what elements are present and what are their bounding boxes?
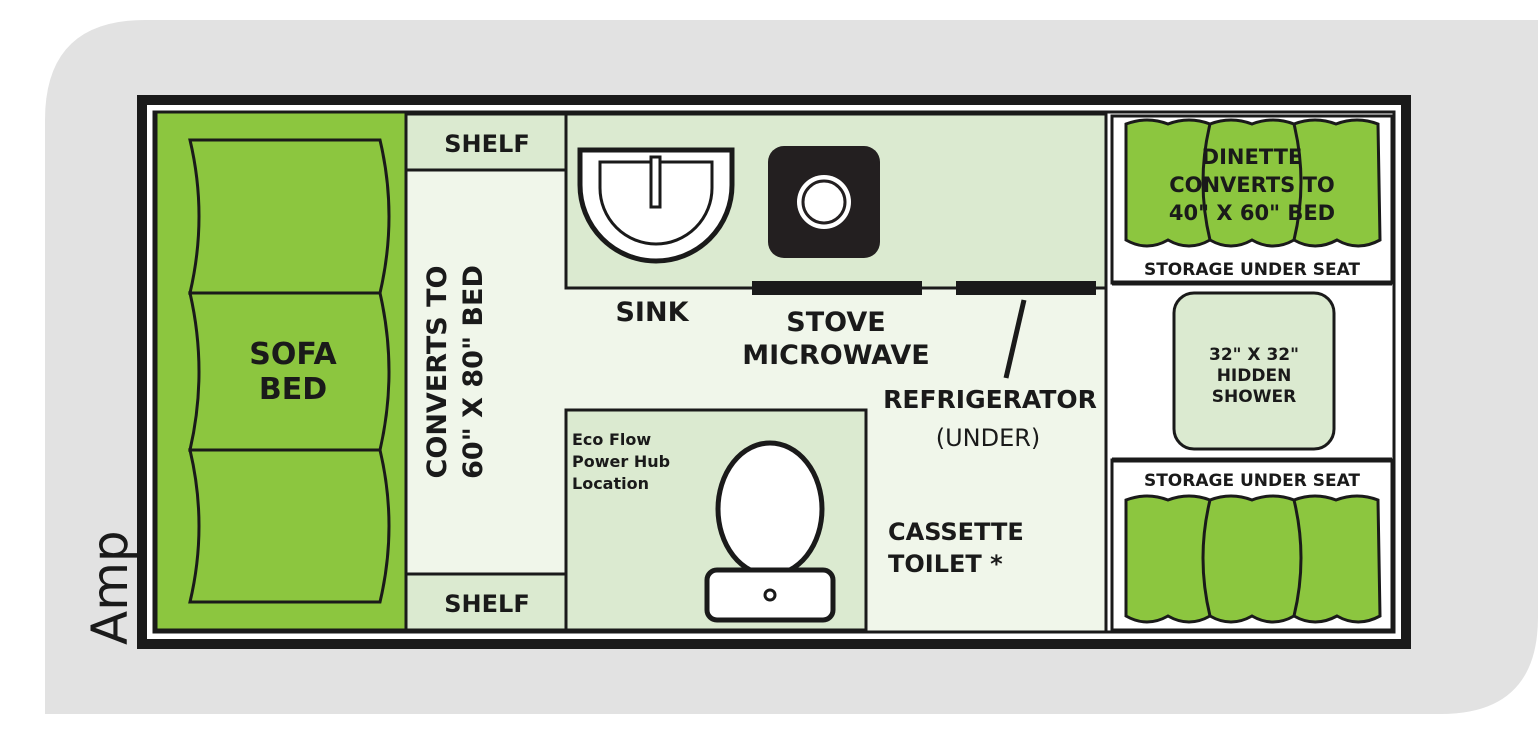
dinette-bottom-seam-2 [1292,499,1303,617]
powerhub-label-line1: Eco Flow [572,430,651,449]
toilet-bowl [715,440,825,578]
shelf-bottom [404,572,568,632]
sofa-converts-line1: CONVERTS TO [422,266,453,479]
dinette-top-seam-1 [1201,123,1212,241]
storage-top-label: STORAGE UNDER SEAT [1144,260,1360,280]
toilet-label-line1: CASSETTE [888,518,1024,546]
sink-label: SINK [615,297,689,328]
sink-faucet [649,155,662,209]
shelf-top [404,112,568,172]
shower-label-line1: 32" X 32" [1209,345,1299,365]
dinette-bottom-cushion [1124,494,1382,624]
shower-label-line3: SHOWER [1212,387,1296,407]
stove-label-line2: MICROWAVE [742,340,929,371]
shelf-bottom-label: SHELF [444,590,529,618]
refrigerator-bar [956,281,1096,295]
dinette-top-seam-2 [1292,123,1303,241]
refrigerator-label-line2: (UNDER) [936,424,1041,452]
dinette-bottom-seam-1 [1201,499,1212,617]
powerhub-label-line2: Power Hub [572,452,670,471]
dinette-label-line3: 40" X 60" BED [1169,201,1335,225]
storage-bottom-label: STORAGE UNDER SEAT [1144,471,1360,491]
sofa-converts-line2: 60" X 80" BED [458,265,489,479]
stove-microwave-bar [752,281,922,295]
toilet-flush-button [763,588,777,602]
stove-burner [801,179,847,225]
stove-label-line1: STOVE [786,307,885,338]
shower-label-line2: HIDDEN [1217,366,1292,386]
shelf-top-label: SHELF [444,130,529,158]
sofa-cushion-bottom [188,448,391,604]
refrigerator-pointer [1003,299,1027,379]
dinette-top-cushion-back [1124,118,1382,248]
sofa-label-line2: BED [259,372,327,407]
toilet-label-line2: TOILET * [888,550,1003,578]
model-name: Amp [81,530,139,645]
refrigerator-label-line1: REFRIGERATOR [883,385,1097,414]
dinette-label-line2: CONVERTS TO [1169,173,1335,197]
powerhub-label-line3: Location [572,474,649,493]
hidden-shower [1172,291,1336,451]
sofa-label-line1: SOFA [249,337,337,372]
dinette-label-line1: DINETTE [1202,145,1303,169]
sofa-cushion-top [188,138,391,295]
